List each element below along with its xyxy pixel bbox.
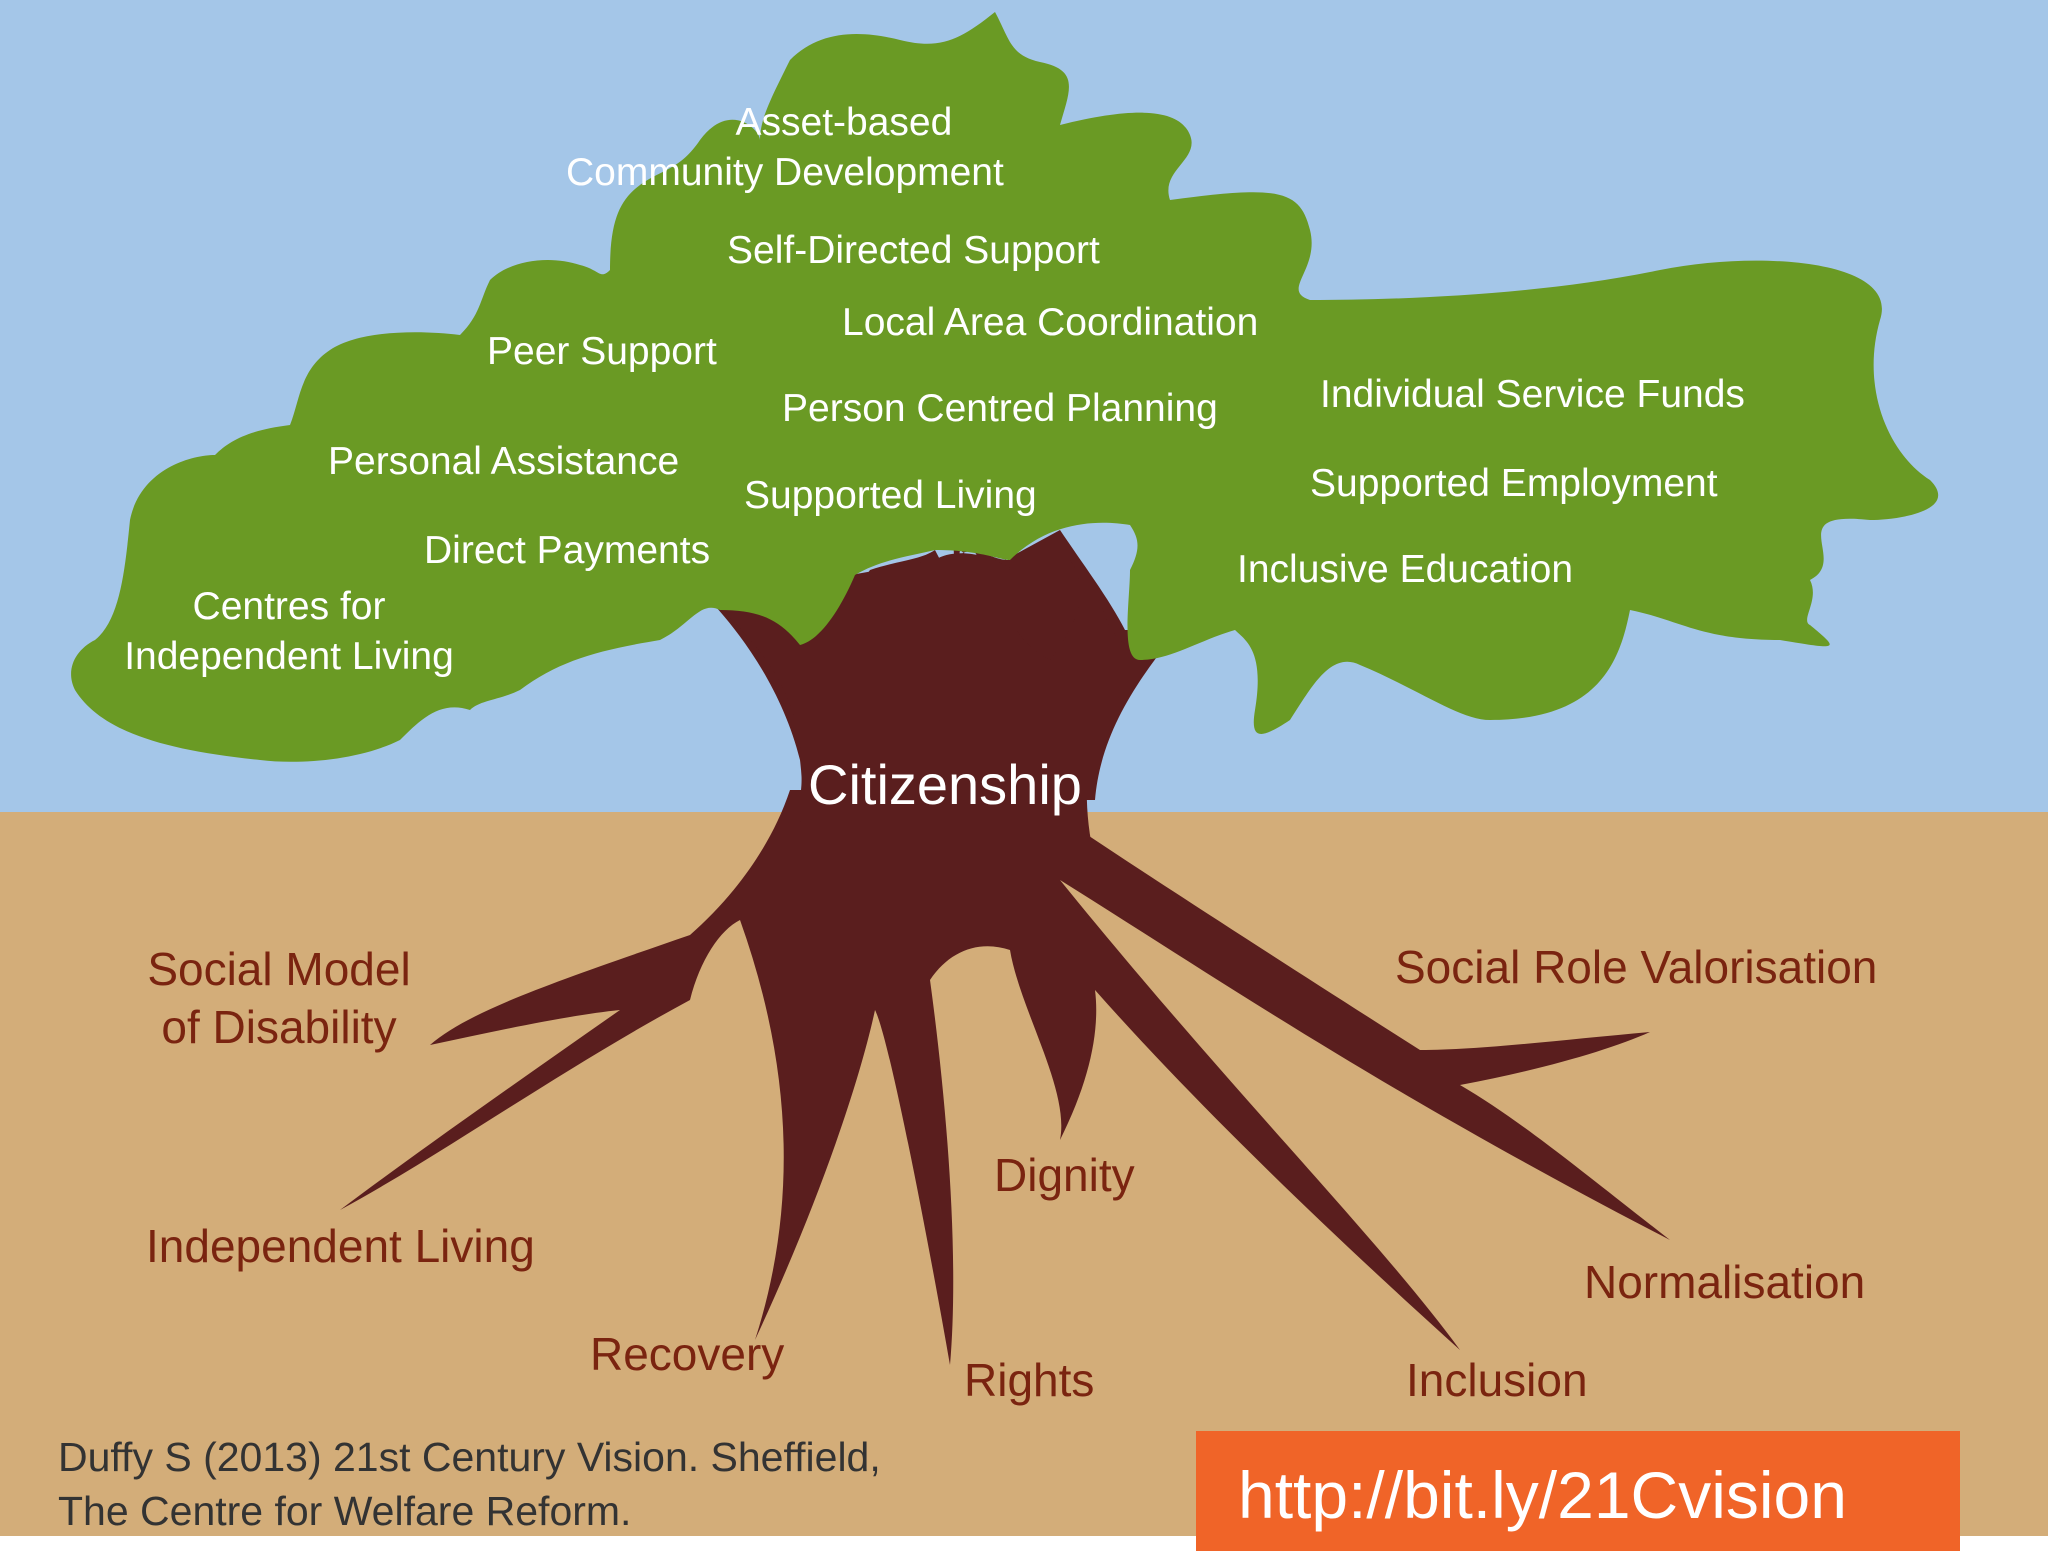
citation-line-2: The Centre for Welfare Reform. — [58, 1488, 632, 1534]
tree-roots — [340, 790, 1670, 1365]
leaf-label-line: Independent Living — [124, 635, 454, 678]
root-label-normalisation: Normalisation — [1584, 1256, 1866, 1308]
leaf-label-asset-based: Asset-based Community Development — [566, 98, 1004, 198]
leaf-label-individual-service: Individual Service Funds — [1320, 373, 1745, 416]
leaf-label-line: Asset-based — [735, 101, 953, 144]
root-label-rights: Rights — [964, 1354, 1095, 1406]
link-url[interactable]: http://bit.ly/21Cvision — [1238, 1458, 1847, 1532]
leaf-label-peer-support: Peer Support — [487, 330, 717, 373]
root-label-social-role: Social Role Valorisation — [1395, 941, 1878, 993]
leaf-label-centres-for: Centres for Independent Living — [108, 582, 470, 682]
link-banner — [1196, 1431, 1960, 1551]
leaf-label-supported-living: Supported Living — [744, 474, 1037, 517]
leaf-label-supported-employment: Supported Employment — [1310, 462, 1718, 505]
root-label-inclusion: Inclusion — [1406, 1354, 1588, 1406]
leaf-label-local-area: Local Area Coordination — [842, 301, 1259, 344]
citation-line-1: Duffy S (2013) 21st Century Vision. Shef… — [58, 1434, 881, 1480]
root-label-line: of Disability — [161, 1001, 397, 1053]
citation-text: Duffy S (2013) 21st Century Vision. Shef… — [58, 1430, 881, 1538]
leaf-label-personal-assistance: Personal Assistance — [328, 440, 680, 483]
root-label-dignity: Dignity — [994, 1149, 1135, 1201]
trunk-label-citizenship: Citizenship — [808, 753, 1082, 816]
tree-canopy — [71, 12, 1939, 762]
leaf-label-line: Community Development — [566, 151, 1004, 194]
leaf-label-person-centred: Person Centred Planning — [782, 387, 1218, 430]
leaf-label-direct-payments: Direct Payments — [424, 529, 711, 572]
leaf-label-line: Centres for — [192, 585, 386, 628]
root-label-social-model: Social Model of Disability — [134, 940, 424, 1056]
root-label-independent-living: Independent Living — [146, 1220, 535, 1272]
leaf-label-self-directed: Self-Directed Support — [727, 229, 1100, 272]
root-label-recovery: Recovery — [590, 1328, 785, 1380]
root-label-line: Social Model — [147, 943, 411, 995]
leaf-label-inclusive-education: Inclusive Education — [1237, 548, 1574, 591]
